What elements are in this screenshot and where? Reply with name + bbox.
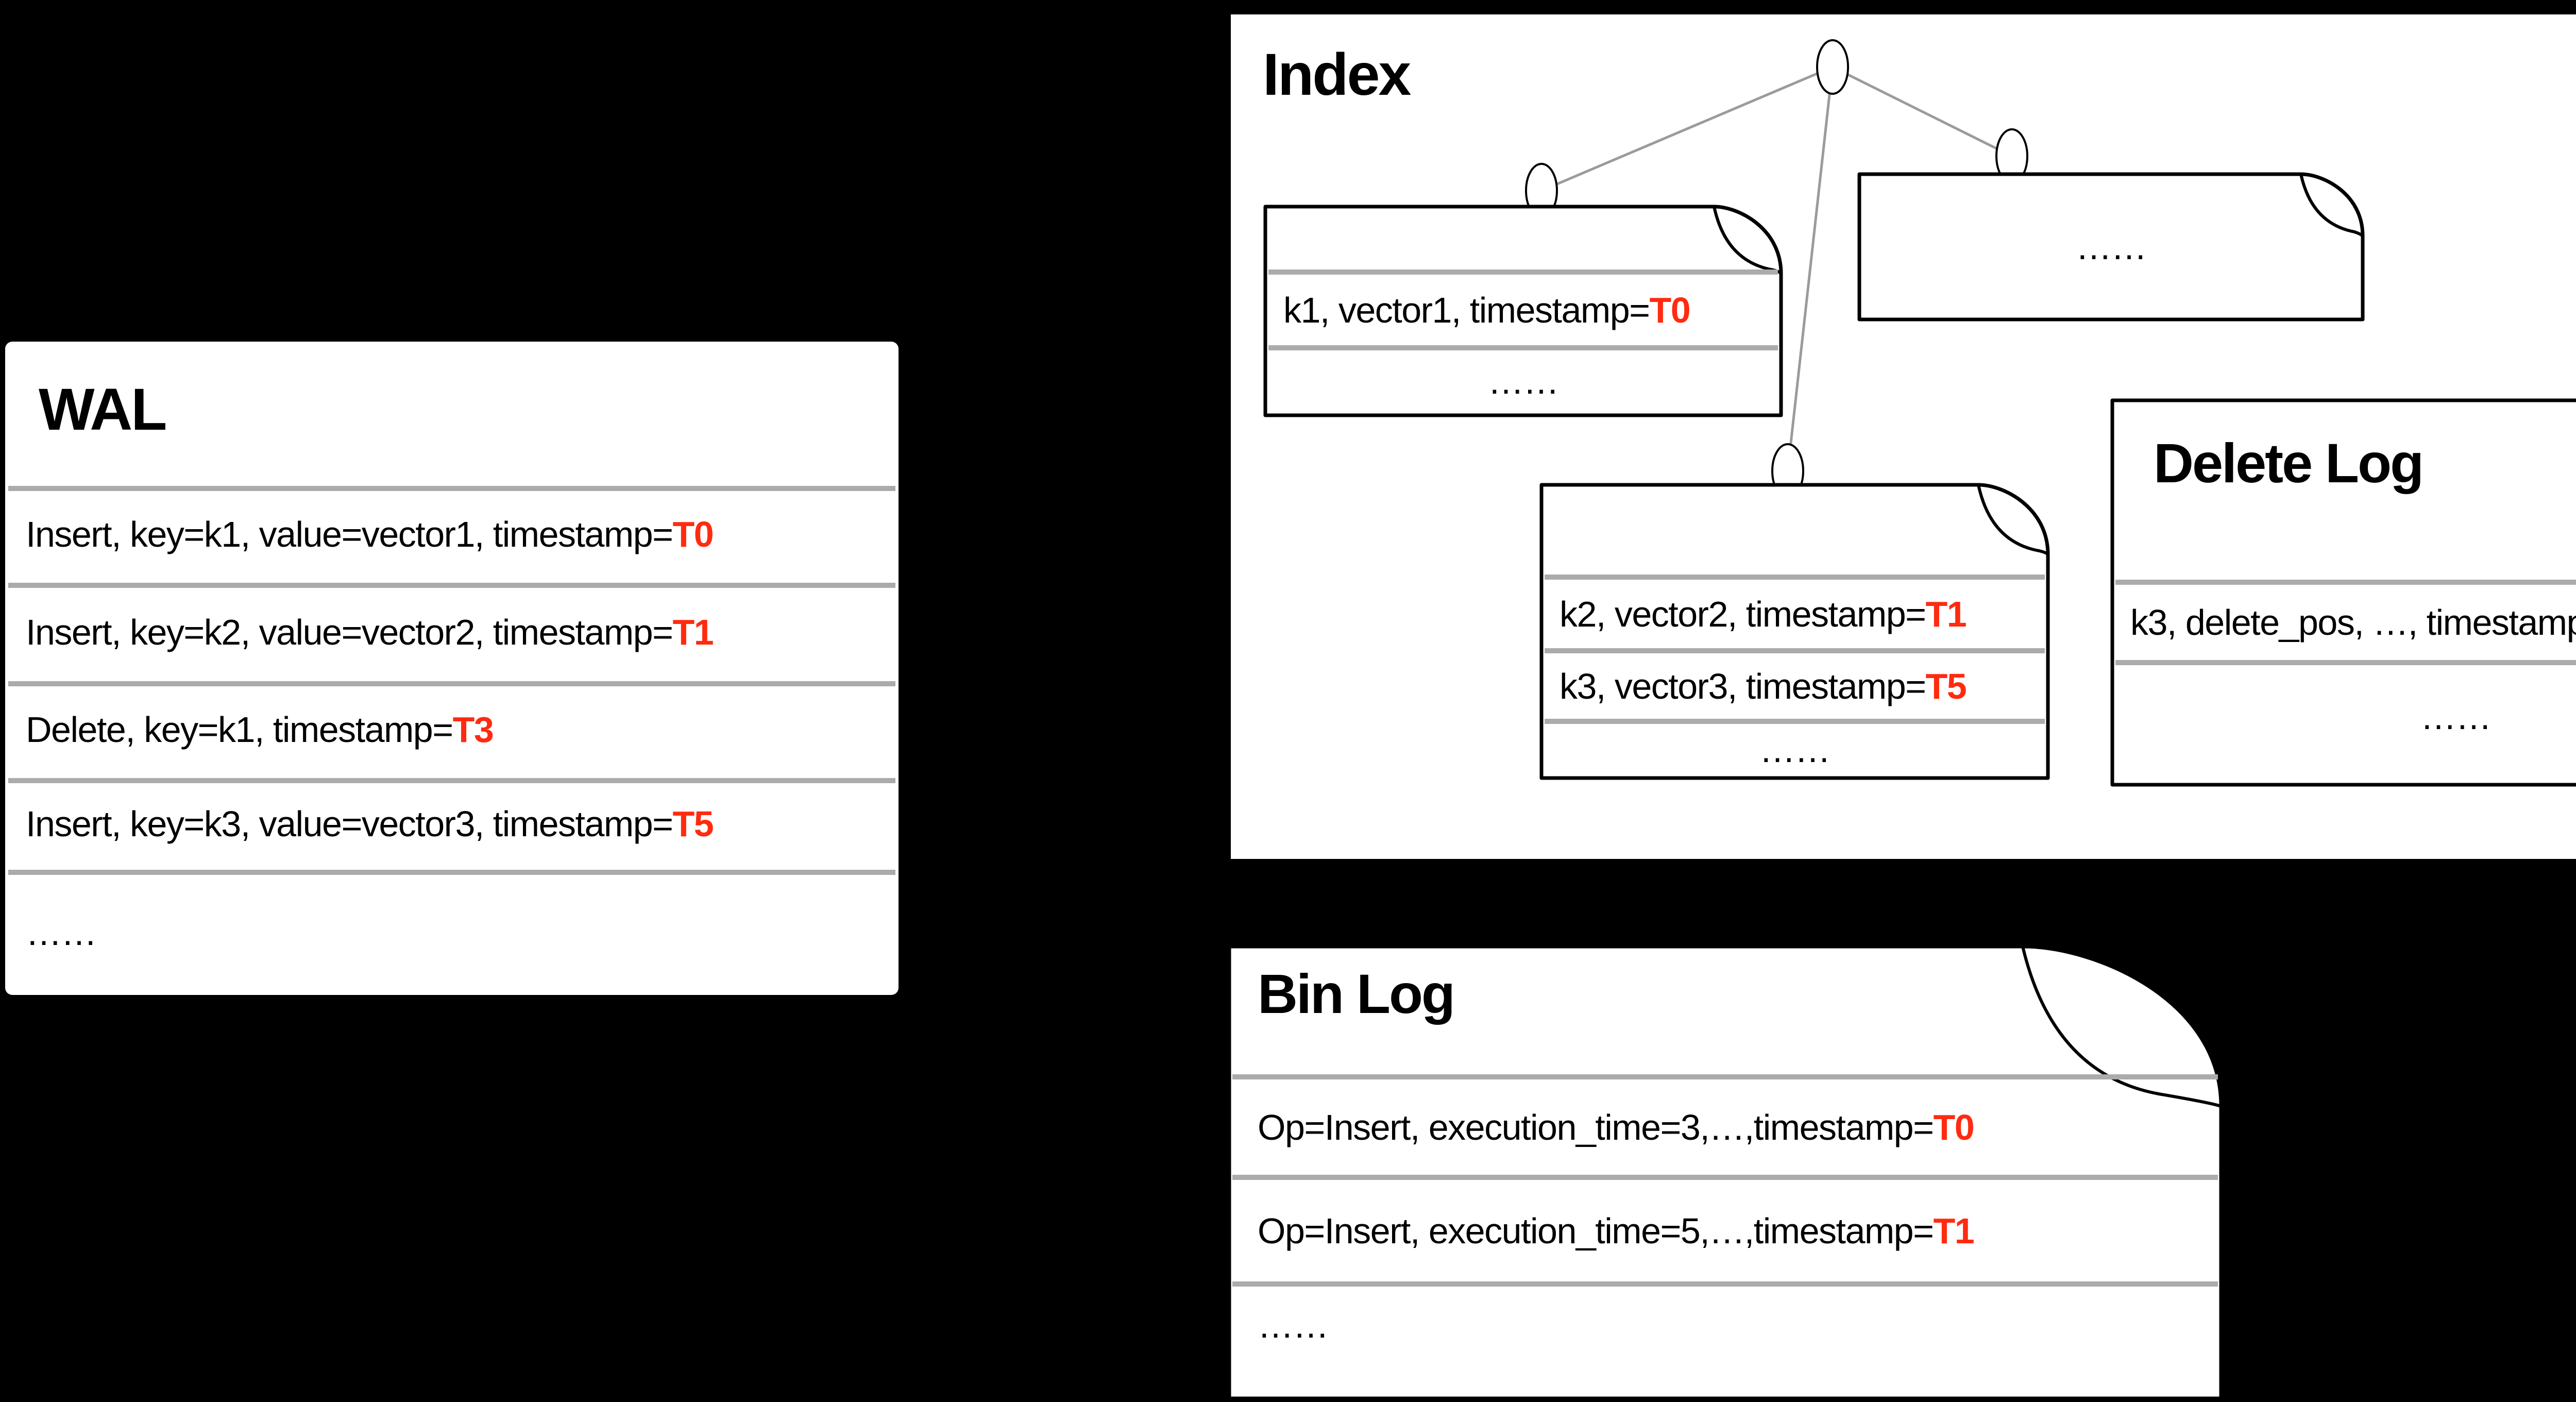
timestamp-value: T3	[452, 710, 494, 750]
divider	[8, 486, 895, 491]
divider	[1232, 1175, 2218, 1180]
delete-log-row: k3, delete_pos, …, timestamp=T3	[2112, 585, 2576, 660]
delete-log-doc: Delete Log k3, delete_pos, …, timestamp=…	[2112, 400, 2576, 785]
wal-row: Insert, key=k2, value=vector2, timestamp…	[5, 588, 899, 676]
segment-row-label: ……	[2076, 227, 2147, 267]
wal-row-label: Delete, key=k1, timestamp=	[26, 710, 453, 750]
bin-log-row: Op=Insert, execution_time=3,…,timestamp=…	[1229, 1079, 2221, 1175]
divider	[1545, 648, 2045, 653]
page-curl-icon	[1977, 483, 2049, 556]
delete-log-row-label: k3, delete_pos, …, timestamp=	[2130, 602, 2576, 643]
segment-row: ……	[1265, 350, 1781, 412]
segment-doc-k1: k1, vector1, timestamp=T0 ……	[1265, 207, 1781, 415]
bin-log-row-label: Op=Insert, execution_time=5,…,timestamp=	[1258, 1210, 1934, 1251]
wal-row-label: Insert, key=k2, value=vector2, timestamp…	[26, 612, 673, 652]
wal-row: Insert, key=k3, value=vector3, timestamp…	[5, 783, 899, 865]
index-tree-edges	[1541, 65, 2013, 471]
bin-log-row-label: ……	[1258, 1305, 1329, 1345]
bin-log-row-label: Op=Insert, execution_time=3,…,timestamp=	[1258, 1107, 1934, 1147]
page-curl-icon	[1713, 205, 1783, 275]
segment-row: ……	[1541, 724, 2048, 775]
bin-log-title: Bin Log	[1258, 962, 1455, 1025]
timestamp-value: T1	[1933, 1210, 1975, 1251]
divider	[1545, 575, 2045, 580]
divider	[8, 870, 895, 875]
delete-log-title: Delete Log	[2154, 432, 2424, 494]
divider	[1545, 719, 2045, 724]
delete-log-row-label: ……	[2420, 697, 2492, 737]
wal-panel: WAL Insert, key=k1, value=vector1, times…	[5, 342, 899, 995]
wal-row: ……	[5, 875, 899, 990]
segment-row: ……	[1859, 174, 2363, 319]
wal-title: WAL	[39, 377, 167, 443]
divider	[2115, 580, 2576, 585]
segment-row: k3, vector3, timestamp=T5	[1541, 653, 2048, 719]
bin-log-doc: Bin Log Op=Insert, execution_time=3,…,ti…	[1229, 947, 2221, 1399]
segment-row: k2, vector2, timestamp=T1	[1541, 580, 2048, 648]
wal-row: Insert, key=k1, value=vector1, timestamp…	[5, 491, 899, 578]
timestamp-value: T0	[1933, 1107, 1975, 1147]
divider	[2115, 660, 2576, 665]
page-curl-icon	[2299, 173, 2364, 238]
segment-doc-k2k3: k2, vector2, timestamp=T1 k3, vector3, t…	[1541, 485, 2048, 778]
timestamp-value: T5	[1925, 666, 1967, 706]
segment-row-label: k3, vector3, timestamp=	[1560, 666, 1926, 706]
divider	[8, 681, 895, 686]
tree-edge	[1541, 65, 1833, 192]
index-title: Index	[1263, 42, 1411, 108]
timestamp-value: T0	[672, 514, 714, 554]
segment-row-label: ……	[1488, 361, 1560, 401]
divider	[1268, 269, 1778, 275]
bin-log-row: Op=Insert, execution_time=5,…,timestamp=…	[1229, 1180, 2221, 1281]
tree-edge	[1786, 66, 1834, 471]
segment-row: k1, vector1, timestamp=T0	[1265, 275, 1781, 345]
divider	[1232, 1281, 2218, 1287]
segment-row-label: ……	[1759, 730, 1831, 770]
divider	[8, 778, 895, 783]
delete-log-row: ……	[2112, 665, 2576, 768]
segment-doc-more: ……	[1859, 174, 2363, 319]
page-curl-icon	[2021, 945, 2223, 1108]
wal-row-label: Insert, key=k3, value=vector3, timestamp…	[26, 804, 673, 844]
segment-row-label: k2, vector2, timestamp=	[1560, 594, 1926, 634]
wal-row: Delete, key=k1, timestamp=T3	[5, 686, 899, 773]
timestamp-value: T1	[672, 612, 714, 652]
timestamp-value: T5	[672, 804, 714, 844]
wal-row-label: Insert, key=k1, value=vector1, timestamp…	[26, 514, 673, 554]
timestamp-value: T1	[1925, 594, 1967, 634]
delete-log-outline	[2110, 398, 2576, 787]
divider	[8, 583, 895, 588]
tree-edge	[1832, 65, 2013, 158]
divider	[1232, 1074, 2218, 1079]
segment-row-label: k1, vector1, timestamp=	[1283, 290, 1650, 330]
bin-log-row: ……	[1229, 1287, 2221, 1364]
divider	[1268, 345, 1778, 350]
wal-row-label: ……	[26, 912, 97, 953]
tree-node-root-icon	[1816, 39, 1849, 95]
timestamp-value: T0	[1649, 290, 1691, 330]
